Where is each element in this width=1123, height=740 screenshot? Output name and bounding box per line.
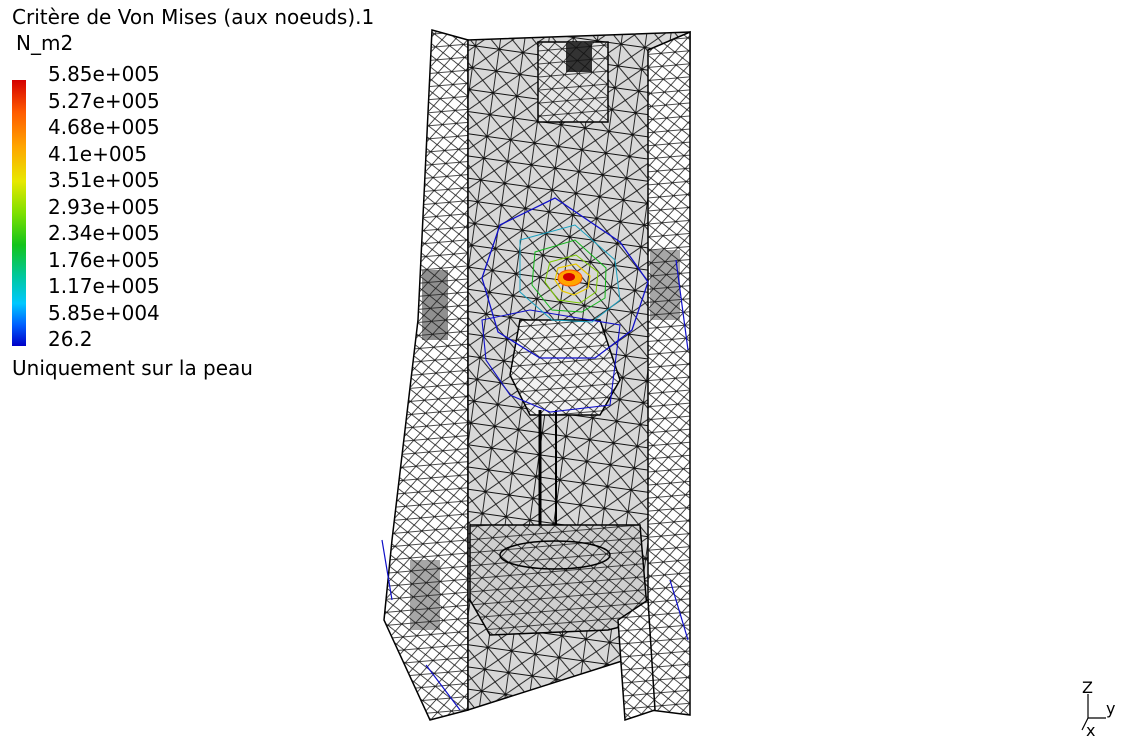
x-axis-label: x [1086,721,1095,738]
legend-tick: 5.85e+004 [48,300,160,325]
legend-tick: 2.34e+005 [48,221,160,245]
legend-title: Critère de Von Mises (aux noeuds).1 [12,5,375,29]
stress-contours [381,197,689,711]
y-axis-label: y [1106,699,1115,718]
legend-tick: 1.17e+005 [48,274,160,298]
legend-tick: 3.51e+005 [48,168,160,192]
legend-tick: 4.68e+005 [48,115,160,139]
legend-note: Uniquement sur la peau [12,356,253,380]
legend-tick: 4.1e+005 [48,141,148,166]
mesh-viewport[interactable] [370,20,710,730]
mesh-part [383,29,691,722]
legend-tick: 5.27e+005 [48,88,160,113]
legend-tick: 5.85e+005 [48,62,160,86]
legend-unit: N_m2 [16,31,74,55]
legend-tick: 1.76e+005 [48,247,160,272]
legend-tick: 2.93e+005 [48,194,160,219]
axis-triad[interactable]: Z y x [1068,680,1123,738]
legend-ticks: 5.85e+005 5.27e+005 4.68e+005 4.1e+005 3… [48,61,160,353]
legend-tick: 26.2 [48,327,93,351]
colorbar [12,80,26,346]
z-axis-label: Z [1082,680,1093,697]
